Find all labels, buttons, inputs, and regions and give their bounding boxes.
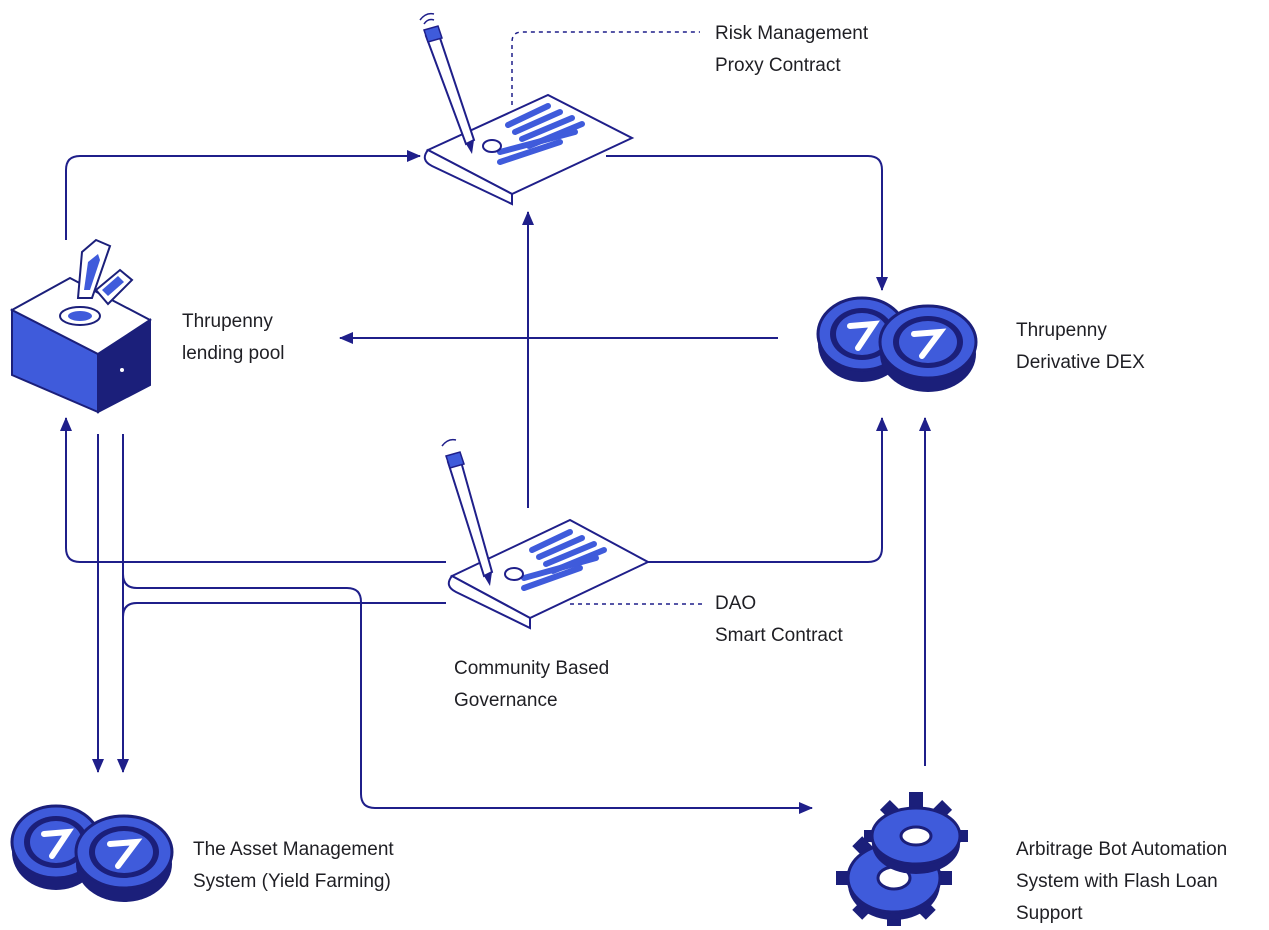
- label-bot-line1: Arbitrage Bot Automation: [1016, 839, 1228, 860]
- label-asset-line1: The Asset Management: [193, 839, 394, 860]
- dao-contract-pen-icon: [441, 438, 494, 586]
- label-risk-line1: Risk Management: [715, 23, 869, 44]
- label-asset-line2: System (Yield Farming): [193, 871, 391, 892]
- arbitrage-bot-gears-icon: [836, 792, 968, 926]
- label-community-governance: Community Based Governance: [454, 653, 609, 717]
- connector-risk-to-dex: [606, 155, 888, 291]
- label-dex-line1: Thrupenny: [1016, 320, 1107, 341]
- leader-risk-label: [511, 31, 700, 105]
- connector-gov-to-asset: [122, 602, 446, 772]
- risk-contract-document-icon: [423, 93, 635, 206]
- connector-dao-to-pool: [60, 417, 446, 563]
- connector-dao-to-dex: [618, 417, 888, 563]
- label-dex-line2: Derivative DEX: [1016, 352, 1145, 373]
- label-lending-pool: Thrupenny lending pool: [182, 306, 284, 370]
- lending-pool-safe-box-icon: [9, 238, 152, 414]
- asset-management-coins-icon: [10, 804, 174, 902]
- connector-pool-to-bot: [122, 560, 813, 814]
- label-asset-management: The Asset Management System (Yield Farmi…: [193, 834, 394, 898]
- label-bot-line3: Support: [1016, 903, 1083, 924]
- label-dao-line1: DAO: [715, 593, 757, 614]
- connector-pool-to-risk: [65, 150, 421, 240]
- label-risk-management: Risk Management Proxy Contract: [715, 18, 868, 82]
- label-gov-line2: Governance: [454, 690, 558, 711]
- label-dao-line2: Smart Contract: [715, 625, 843, 646]
- label-pool-line2: lending pool: [182, 343, 285, 364]
- label-gov-line1: Community Based: [454, 658, 610, 679]
- risk-contract-pen-icon: [419, 12, 476, 154]
- dao-contract-document-icon: [447, 518, 651, 630]
- label-pool-line1: Thrupenny: [182, 311, 273, 332]
- label-risk-line2: Proxy Contract: [715, 55, 841, 76]
- label-derivative-dex: Thrupenny Derivative DEX: [1016, 315, 1145, 379]
- label-arbitrage-bot: Arbitrage Bot Automation System with Fla…: [1016, 834, 1227, 930]
- label-bot-line2: System with Flash Loan: [1016, 871, 1218, 892]
- label-dao-smart-contract: DAO Smart Contract: [715, 588, 843, 652]
- dex-coins-icon: [816, 296, 978, 392]
